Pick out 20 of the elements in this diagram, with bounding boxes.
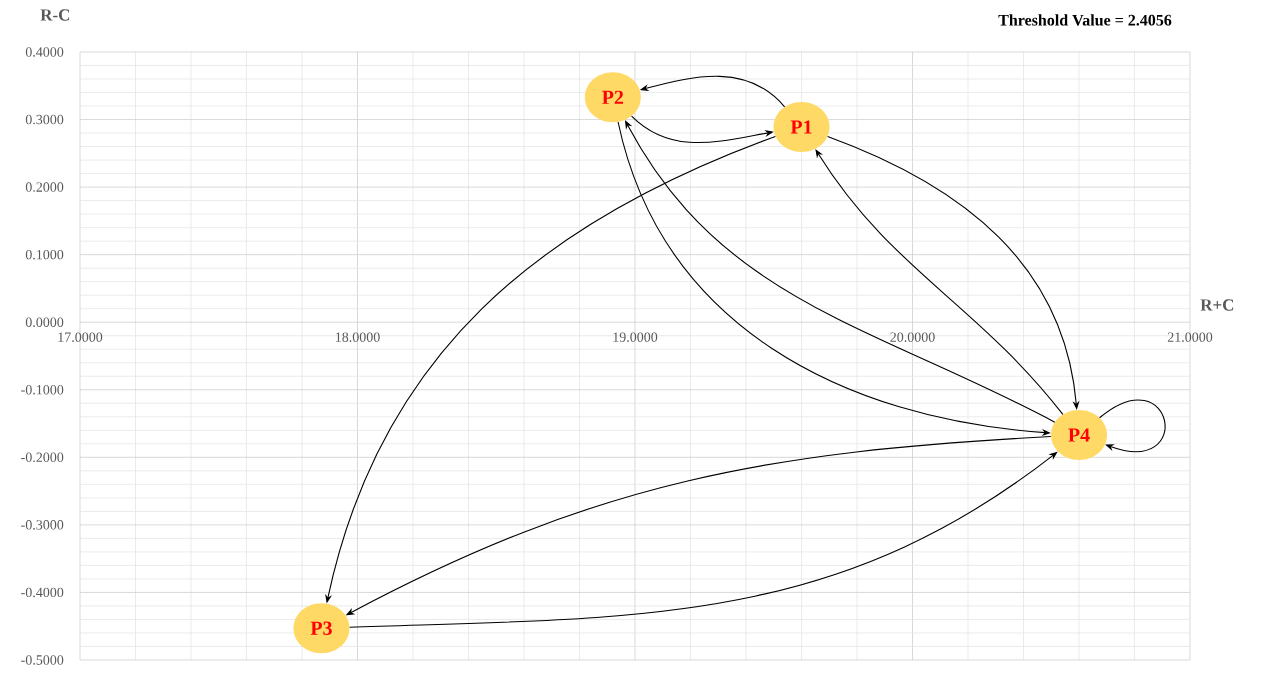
tick-label: 0.4000 [25,47,64,57]
tick-label: -0.3000 [21,520,64,530]
tick-label: 20.0000 [890,332,935,342]
arrow [815,149,1064,415]
tick-label: -0.1000 [21,385,64,395]
tick-label: 0.1000 [25,249,64,260]
tick-label: 18.0000 [336,332,380,342]
tick-label: 19.0000 [613,332,658,342]
tick-label: 0.0000 [25,317,64,327]
tick-label: -0.5000 [21,655,64,665]
tick-label: 17.0000 [58,332,103,342]
axis-title: R-C [40,9,70,21]
tick-label: 0.2000 [25,182,64,192]
axis-title: R+C [1200,299,1234,311]
arrow [1099,400,1166,452]
chart-title: Threshold Value = 2.4056 [998,14,1172,26]
tick-label: 21.0000 [1167,332,1213,342]
tick-label: -0.4000 [21,587,64,598]
tick-label: 0.3000 [25,114,64,125]
tick-label: -0.2000 [21,452,64,463]
